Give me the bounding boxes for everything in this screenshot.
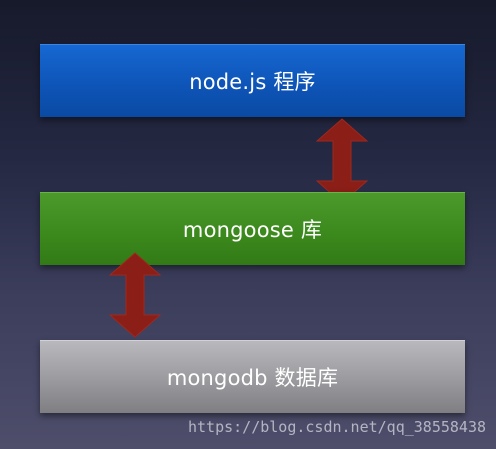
mongoose-layer-label: mongoose 库 xyxy=(182,218,323,242)
nodejs-layer-label: node.js 程序 xyxy=(189,70,316,94)
double-arrow-icon xyxy=(109,252,161,338)
mongodb-layer-box: mongodb 数据库 xyxy=(40,340,465,413)
watermark-text: https://blog.csdn.net/qq_38558438 xyxy=(187,418,486,436)
mongoose-layer-box: mongoose 库 xyxy=(40,192,465,265)
nodejs-layer-box: node.js 程序 xyxy=(40,44,465,117)
mongodb-layer-label: mongodb 数据库 xyxy=(166,366,339,390)
